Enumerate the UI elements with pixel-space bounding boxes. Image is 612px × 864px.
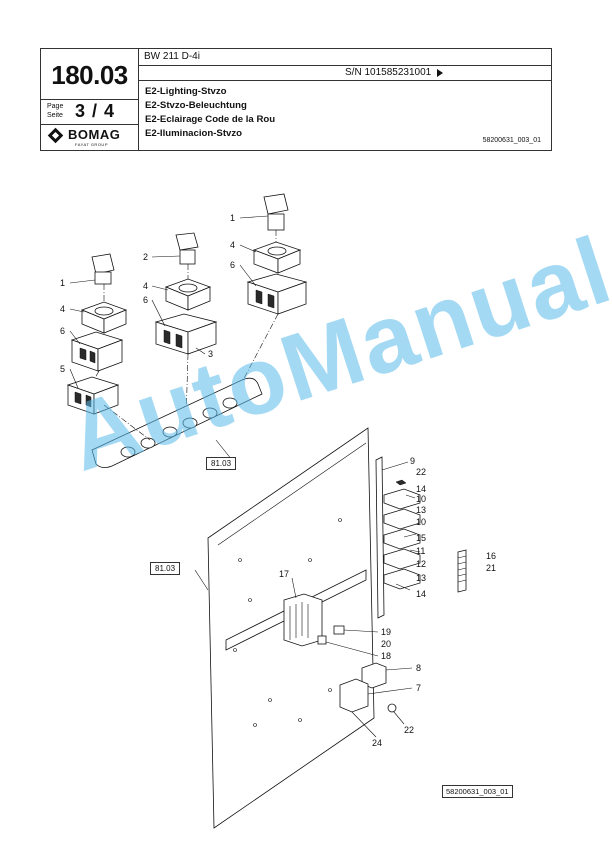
part-label: 10 — [416, 494, 426, 504]
part-label: 18 — [381, 651, 391, 661]
part-label: 2 — [143, 252, 148, 262]
part-label: 15 — [416, 533, 426, 543]
title-de: E2-Stvzo-Beleuchtung — [145, 100, 247, 111]
serial-number: S/N 101585231001 — [345, 67, 432, 78]
part-label: 12 — [416, 559, 426, 569]
arrow-right-icon — [437, 69, 443, 77]
part-label: 19 — [381, 627, 391, 637]
part-label: 6 — [143, 295, 148, 305]
page-label: Page Seite — [47, 103, 64, 119]
title-list: E2-Lighting-Stvzo E2-Stvzo-Beleuchtung E… — [145, 85, 275, 141]
part-label: 22 — [404, 725, 414, 735]
title-fr: E2-Eclairage Code de la Rou — [145, 114, 276, 125]
ref-box-81-03-left: 81.03 — [150, 562, 181, 575]
part-labels: 1 4 6 5 2 4 6 3 1 4 6 9 22 14 10 13 10 1… — [60, 213, 496, 748]
part-label: 17 — [279, 569, 289, 579]
part-label: 1 — [230, 213, 235, 223]
part-label: 24 — [372, 738, 382, 748]
part-label: 10 — [416, 517, 426, 527]
part-label: 3 — [208, 349, 213, 359]
part-label: 11 — [416, 546, 425, 556]
logo-subtext: FAYAT GROUP — [75, 142, 108, 147]
switch-stack-right — [239, 193, 308, 387]
document-ref: 58200631_003_01 — [482, 137, 541, 144]
header-right: BW 211 D-4i S/N 101585231001 E2-Lighting… — [138, 49, 551, 150]
part-label: 1 — [60, 278, 65, 288]
part-label: 5 — [60, 364, 65, 374]
mounting-plate — [207, 427, 397, 829]
leader-lines — [69, 215, 421, 738]
part-label: 20 — [381, 639, 391, 649]
part-label: 14 — [416, 589, 426, 599]
part-label: 6 — [230, 260, 235, 270]
drawing-ref: 58200631_003_01 — [442, 785, 513, 798]
ref-box-81-03-top: 81.03 — [206, 457, 237, 470]
switch-stack-left — [66, 253, 128, 415]
machine-model: BW 211 D-4i — [138, 49, 551, 66]
part-label: 4 — [60, 304, 65, 314]
logo-text: BOMAG — [68, 127, 121, 142]
group-number: 180.03 — [41, 49, 138, 100]
title-es: E2-Iluminacion-Stvzo — [145, 128, 243, 139]
part-label: 8 — [416, 663, 421, 673]
header-block: 180.03 Page Seite 3 / 4 BOMAG FAYAT GROU… — [40, 48, 552, 151]
part-label: 21 — [486, 563, 496, 573]
part-label: 16 — [486, 551, 496, 561]
header-left: 180.03 Page Seite 3 / 4 BOMAG FAYAT GROU… — [41, 49, 139, 150]
part-label: 14 — [416, 484, 426, 494]
part-label: 6 — [60, 326, 65, 336]
part-label: 9 — [410, 456, 415, 466]
page-value: 3 / 4 — [75, 101, 116, 121]
part-label: 13 — [416, 505, 426, 515]
part-label: 13 — [416, 573, 426, 583]
page-row: Page Seite 3 / 4 — [41, 99, 138, 125]
part-label: 4 — [230, 240, 235, 250]
serial-row: S/N 101585231001 — [138, 65, 551, 81]
title-en: E2-Lighting-Stvzo — [145, 86, 227, 97]
bomag-logo: BOMAG FAYAT GROUP — [41, 124, 138, 150]
cover-panel — [91, 377, 263, 468]
terminal-stack — [383, 479, 467, 593]
part-label: 22 — [416, 467, 426, 477]
part-label: 7 — [416, 683, 421, 693]
part-label: 4 — [143, 281, 148, 291]
